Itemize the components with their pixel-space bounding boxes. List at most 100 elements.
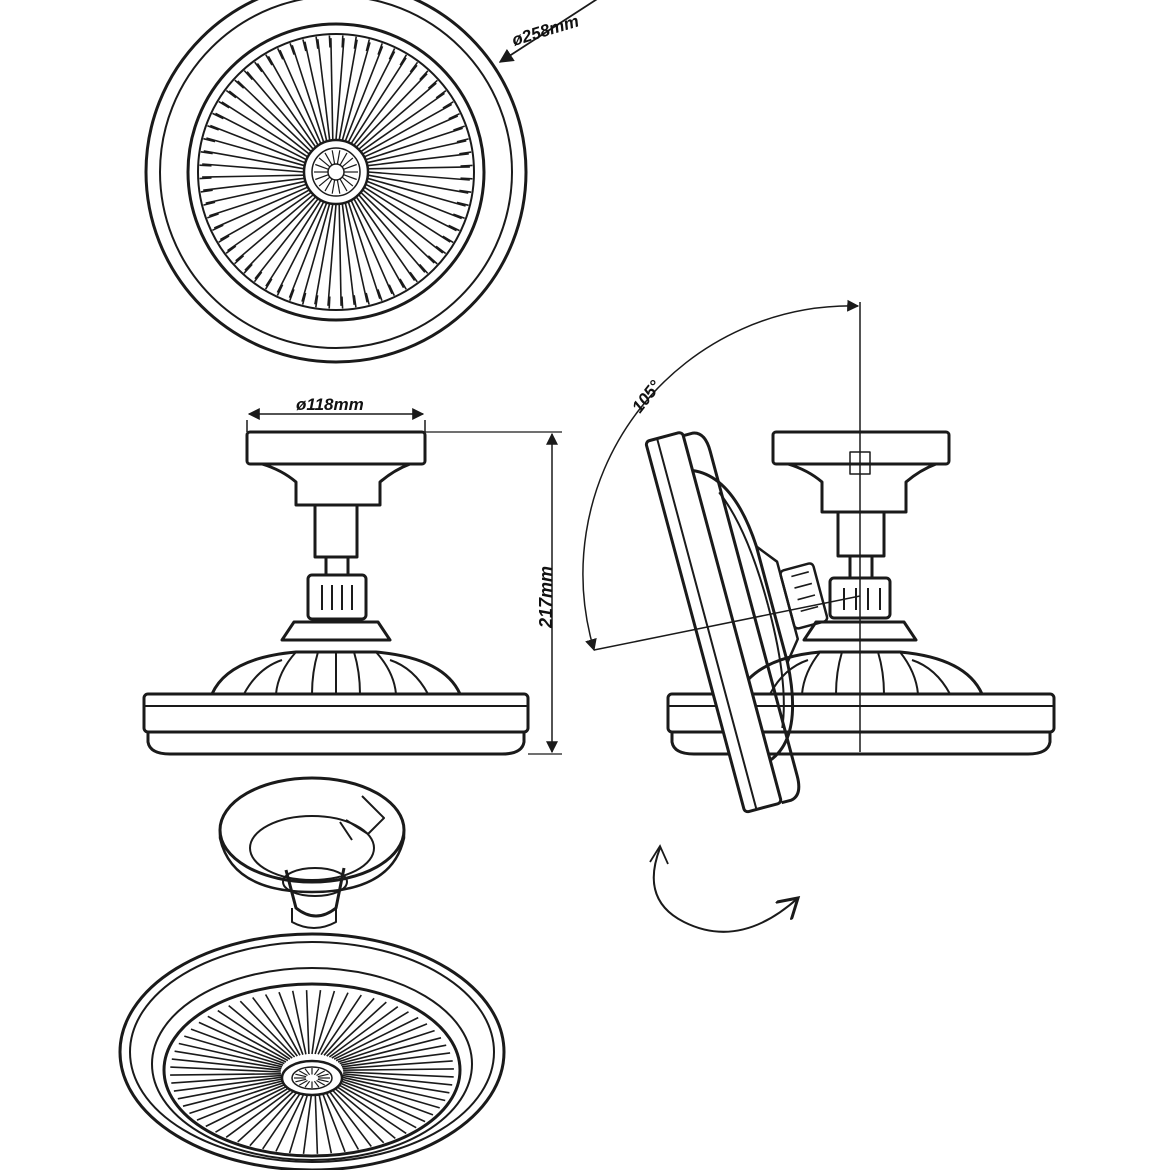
grille-slat (304, 1068, 311, 1076)
grille-slat (218, 100, 230, 109)
grille-slat (304, 1080, 311, 1088)
grille-slat (340, 1078, 440, 1109)
grille-slat (343, 1071, 454, 1078)
grille-slat (289, 289, 295, 301)
grille-slat (367, 174, 469, 194)
grille-slat (427, 79, 438, 89)
grille-slat (170, 1066, 281, 1073)
grille-slat (217, 1009, 291, 1060)
grille-slat (365, 292, 370, 305)
grille-slat (335, 1082, 417, 1129)
grille-slat (199, 164, 212, 167)
grille-slat (339, 1079, 434, 1116)
grille-slat (276, 48, 284, 60)
grille-slat (215, 112, 307, 161)
grille-slat (435, 245, 447, 255)
grille-slat (347, 51, 396, 143)
grille-slat (228, 1004, 293, 1059)
grille-slat (419, 263, 429, 274)
grille-slat (316, 1079, 325, 1086)
grille-slat (331, 1011, 409, 1059)
grille-slat (317, 1073, 329, 1078)
outer-diameter-dimension: ø258mm (498, 0, 598, 63)
top-view (144, 0, 528, 364)
grille-slat (341, 296, 344, 309)
grille-slat (200, 151, 213, 155)
grille-slat (419, 70, 429, 81)
grille-slat (326, 1087, 372, 1147)
grille-slat (362, 103, 453, 155)
grille-slat (353, 295, 357, 308)
grille-slat (276, 284, 284, 296)
grille-slat (252, 997, 298, 1057)
grille-slat (328, 1006, 399, 1058)
grille-slat (453, 125, 465, 131)
grille-slat (337, 1081, 426, 1123)
grille-slat (377, 289, 383, 301)
grille-slat (409, 271, 418, 283)
grille-slat (399, 54, 408, 66)
grille-slat (288, 1089, 310, 1154)
grille-slat (339, 152, 348, 166)
grille-slat (295, 1078, 307, 1083)
grille-slat (342, 1074, 450, 1094)
grille-slat (178, 1042, 283, 1068)
grille-slat (324, 178, 333, 192)
grille-slat (341, 35, 344, 48)
grille-slat (336, 179, 341, 194)
grille-slat (299, 1079, 308, 1086)
height-dimension: 217mm (425, 431, 562, 755)
grille-slat (302, 1089, 313, 1155)
grille-slat (243, 70, 253, 81)
grille-slat (199, 177, 212, 180)
grille-slat (340, 1044, 447, 1066)
grille-slat (328, 296, 331, 309)
grille-slat (311, 989, 322, 1055)
grille-slat (225, 1086, 296, 1138)
grille-slat (338, 203, 342, 306)
grille-slat (366, 140, 467, 164)
grille-slat (456, 138, 469, 143)
grille-slat (291, 45, 325, 143)
grille-slat (427, 255, 438, 265)
grille-slat (302, 39, 307, 52)
grille-slat (221, 101, 309, 158)
grille-slat (304, 41, 328, 142)
grille-slat (315, 174, 330, 181)
grille-slat (184, 1035, 284, 1066)
grille-slat (350, 57, 407, 145)
grille-slat (196, 1082, 289, 1121)
grille-slat (213, 186, 308, 229)
grille-slat (305, 990, 310, 1055)
grille-slat (202, 163, 304, 173)
grille-slat (315, 163, 330, 170)
grille-slat (289, 43, 295, 55)
grille-slat (295, 1073, 307, 1078)
grille-slat (328, 1086, 385, 1144)
grille-slat (253, 271, 263, 283)
grille-slat (317, 1089, 333, 1154)
grille-slat (209, 183, 307, 217)
grille-slat (358, 82, 437, 150)
grille-slat (228, 90, 310, 155)
canopy-diameter-dimension: ø118mm (246, 395, 426, 432)
grille-slat (237, 1087, 298, 1143)
grille-slat (399, 278, 407, 290)
grille-slat (317, 39, 331, 141)
grille-slat (182, 1079, 285, 1107)
grille-slat (279, 49, 322, 144)
perspective-hub (294, 1068, 330, 1088)
grille-slat (448, 224, 460, 232)
grille-slat (299, 1070, 308, 1077)
grille-slat (317, 992, 349, 1055)
grille-slat (324, 152, 333, 166)
grille-slat (225, 245, 237, 254)
grille-slat (177, 1078, 284, 1100)
grille-slat (331, 179, 336, 194)
top-hub (314, 150, 358, 194)
grille-slat (317, 1078, 329, 1083)
grille-slat (388, 284, 396, 296)
grille-slat (339, 178, 348, 192)
grille-slat (331, 1085, 396, 1140)
